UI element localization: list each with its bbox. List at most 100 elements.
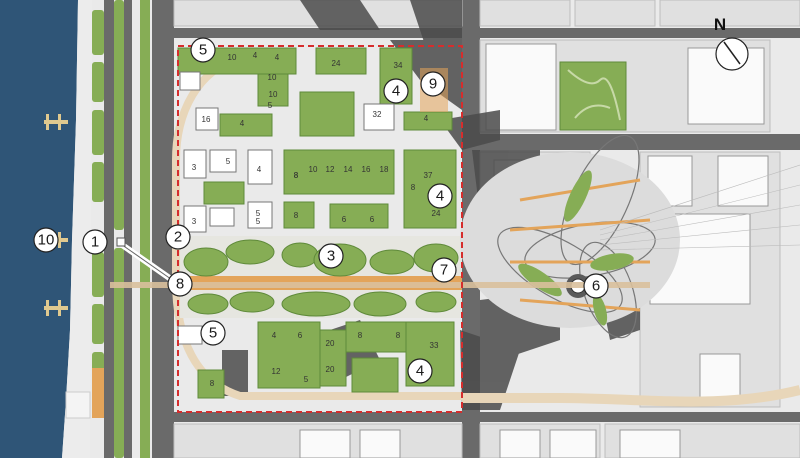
building-height-label: 5 <box>226 157 231 166</box>
callout-marker: 5 <box>190 37 216 63</box>
callout-circle <box>190 37 216 63</box>
north-arrow-needle <box>723 41 741 65</box>
southern-walkway <box>462 385 800 407</box>
callout-circle <box>583 273 609 299</box>
callout-circle <box>431 257 457 283</box>
callout-circle <box>420 71 446 97</box>
callout-number: 4 <box>392 83 400 100</box>
building-height-label: 5 <box>256 217 261 226</box>
riverside-park-strips <box>92 0 124 458</box>
building-height-label: 5 <box>268 101 273 110</box>
sightlines <box>599 164 800 251</box>
north-label: N <box>714 15 726 34</box>
project-boundary <box>177 45 463 413</box>
building-height-label: 12 <box>272 367 281 376</box>
callout-marker: 10 <box>33 227 59 253</box>
north-arrow: N <box>714 15 749 71</box>
building-height-label: 12 <box>326 165 335 174</box>
building-height-label: 10 <box>228 53 237 62</box>
building-height-label: 8 <box>210 379 215 388</box>
callout-marker: 2 <box>165 224 191 250</box>
callout-marker: 6 <box>583 273 609 299</box>
callout-number: 3 <box>327 248 335 265</box>
callout-number: 9 <box>429 76 437 93</box>
building-height-label: 4 <box>275 53 280 62</box>
callout-number: 5 <box>209 325 217 342</box>
building-height-label: 16 <box>202 115 211 124</box>
callout-marker: 4 <box>427 183 453 209</box>
callout-circle <box>427 183 453 209</box>
building-height-label: 8 <box>294 171 299 180</box>
callout-marker: 3 <box>318 243 344 269</box>
building-height-label: 4 <box>253 51 258 60</box>
building-height-label: 32 <box>373 110 382 119</box>
building-height-label: 3 <box>192 217 197 226</box>
callout-number: 4 <box>436 188 444 205</box>
building-height-label: 34 <box>394 61 403 70</box>
building-height-label: 8 <box>294 171 299 180</box>
building-height-label: 20 <box>326 339 335 348</box>
building-height-label: 16 <box>362 165 371 174</box>
building-height-label: 10 <box>268 73 277 82</box>
callout-circle <box>318 243 344 269</box>
callout-marker: 1 <box>82 229 108 255</box>
building-height-label: 5 <box>304 375 309 384</box>
building-height-label: 37 <box>424 171 433 180</box>
building-height-label: 33 <box>430 341 439 350</box>
building-height-label: 6 <box>370 215 375 224</box>
building-height-label: 4 <box>272 331 277 340</box>
river <box>0 0 78 458</box>
building-height-label: 8 <box>396 331 401 340</box>
callout-circle <box>383 78 409 104</box>
callout-circle <box>407 358 433 384</box>
callout-circle <box>200 320 226 346</box>
building-height-label: 24 <box>332 59 341 68</box>
callout-number: 7 <box>440 262 448 279</box>
waterfront-pavilion <box>65 391 91 419</box>
building-height-label: 5 <box>256 209 261 218</box>
callout-number: 4 <box>416 363 424 380</box>
callout-marker: 5 <box>200 320 226 346</box>
building-height-label: 8 <box>358 331 363 340</box>
building-height-label: 6 <box>342 215 347 224</box>
building-height-label: 6 <box>298 331 303 340</box>
building-height-label: 8 <box>411 183 416 192</box>
callout-circle <box>167 271 193 297</box>
building-height-label: 3 <box>192 163 197 172</box>
callout-marker: 4 <box>407 358 433 384</box>
callout-number: 6 <box>592 278 600 295</box>
median-green <box>140 0 150 458</box>
callout-circle <box>82 229 108 255</box>
diagonal-link-edge <box>117 241 179 285</box>
middle-blocks <box>183 149 457 233</box>
building-height-label: 24 <box>432 209 441 218</box>
main-axis <box>110 282 650 288</box>
callout-marker: 4 <box>383 78 409 104</box>
south-blocks <box>177 321 455 399</box>
callout-marker: 9 <box>420 71 446 97</box>
waterfront-promenade <box>62 0 92 458</box>
building-height-label: 10 <box>309 165 318 174</box>
central-park <box>180 236 462 318</box>
building-height-label: 10 <box>269 90 278 99</box>
building-height-label: 4 <box>240 119 245 128</box>
callout-number: 1 <box>91 234 99 251</box>
callout-number: 10 <box>38 232 55 249</box>
building-height-label: 4 <box>424 114 429 123</box>
callout-number: 5 <box>199 42 207 59</box>
east-park-paths <box>567 69 621 121</box>
building-height-label: 8 <box>294 211 299 220</box>
callout-circle <box>165 224 191 250</box>
callout-number: 8 <box>176 276 184 293</box>
callout-marker: 7 <box>431 257 457 283</box>
building-height-label: 14 <box>344 165 353 174</box>
building-height-label: 4 <box>257 165 262 174</box>
kiosk <box>116 237 126 247</box>
callout-circle <box>33 227 59 253</box>
building-height-label: 20 <box>326 365 335 374</box>
callout-number: 2 <box>174 229 182 246</box>
building-height-label: 18 <box>380 165 389 174</box>
